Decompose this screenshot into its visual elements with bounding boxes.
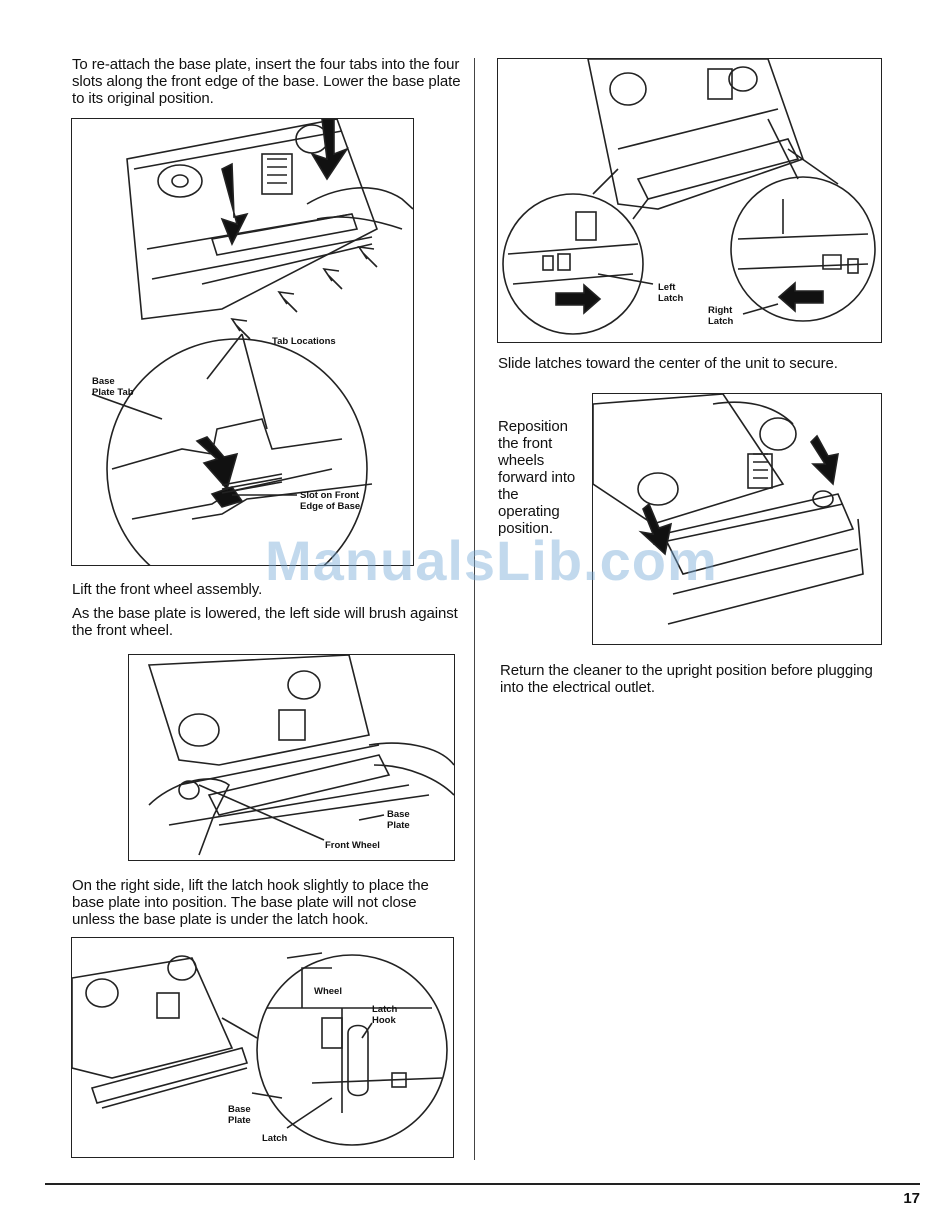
- instruction-lower-base-plate: As the base plate is lowered, the left s…: [72, 605, 458, 639]
- label-left-latch-line1: Left: [658, 282, 676, 293]
- latch-hook-illustration: Wheel Latch Hook Base Plate Latch: [72, 952, 448, 1146]
- figure-reposition-wheels: [592, 393, 882, 645]
- reposition-wheels-illustration: [593, 394, 864, 625]
- label-left-latch-line2: Latch: [658, 293, 684, 304]
- label-right-latch-line2: Latch: [708, 316, 734, 327]
- footer-rule: [45, 1183, 920, 1185]
- latches-illustration: Left Latch Right Latch: [502, 59, 876, 335]
- column-divider: [474, 58, 475, 1160]
- tab-locations-illustration: Tab Locations Base Plate Tab Slot on Fro…: [91, 119, 413, 565]
- instruction-latch-hook: On the right side, lift the latch hook s…: [72, 877, 429, 928]
- label-base-plate-line2: Plate: [387, 820, 410, 831]
- instruction-slide-latches: Slide latches toward the center of the u…: [498, 355, 838, 372]
- label-base-plate-line1: Base: [387, 809, 410, 820]
- label-tab-locations: Tab Locations: [272, 336, 336, 347]
- figure-front-wheel: Base Plate Front Wheel: [128, 654, 455, 861]
- label-slot-line1: Slot on Front: [300, 490, 360, 501]
- label-base-plate-line1: Base: [228, 1104, 251, 1115]
- label-latch-hook-line2: Hook: [372, 1015, 396, 1026]
- instruction-reposition-wheels: Reposition the front wheels forward into…: [498, 418, 576, 537]
- label-front-wheel: Front Wheel: [325, 840, 380, 851]
- instruction-reattach-base-plate: To re-attach the base plate, insert the …: [72, 56, 461, 107]
- instruction-return-upright: Return the cleaner to the upright positi…: [500, 662, 873, 696]
- figure-latch-hook: Wheel Latch Hook Base Plate Latch: [71, 937, 454, 1158]
- label-base-plate-tab-line1: Base: [92, 376, 115, 387]
- page-number: 17: [903, 1190, 920, 1207]
- label-wheel: Wheel: [314, 986, 342, 997]
- label-base-plate-line2: Plate: [228, 1115, 251, 1126]
- figure-latches: Left Latch Right Latch: [497, 58, 882, 343]
- label-right-latch-line1: Right: [708, 305, 733, 316]
- label-base-plate-tab-line2: Plate Tab: [92, 387, 134, 398]
- label-latch: Latch: [262, 1133, 288, 1144]
- watermark: ManualsLib.com: [265, 529, 718, 592]
- instruction-lift-wheel: Lift the front wheel assembly.: [72, 581, 263, 598]
- label-latch-hook-line1: Latch: [372, 1004, 398, 1015]
- figure-tab-locations: Tab Locations Base Plate Tab Slot on Fro…: [71, 118, 414, 566]
- front-wheel-illustration: Base Plate Front Wheel: [147, 655, 454, 856]
- label-slot-line2: Edge of Base: [300, 501, 360, 512]
